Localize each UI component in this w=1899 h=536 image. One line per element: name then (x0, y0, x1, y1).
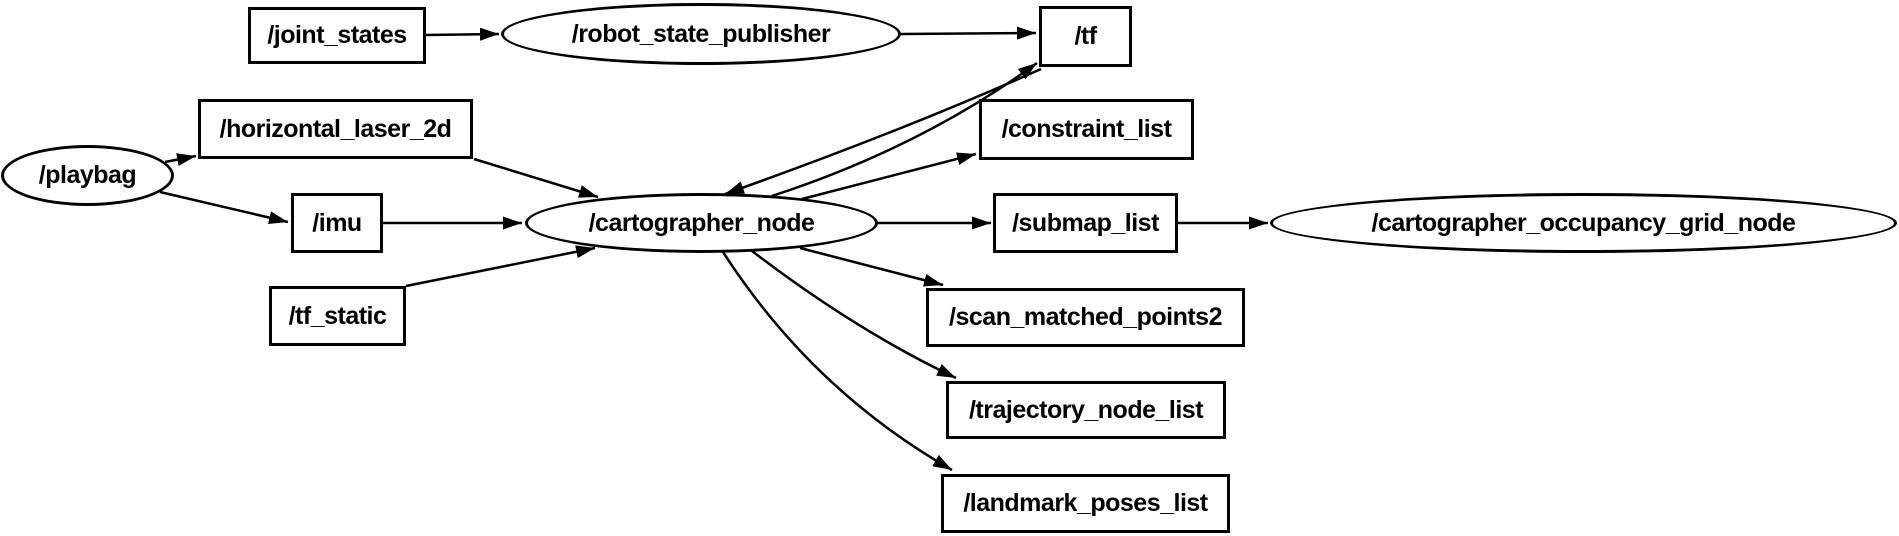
topic-joint-states: /joint_states (248, 7, 426, 64)
edge-cartographer-node-to-landmark-poses-list (721, 251, 953, 472)
edge-cartographer-node-to-trajectory-node-list (751, 250, 957, 380)
edge-robot-state-publisher-to-tf (900, 26, 1037, 40)
topic-submap-list-label: /submap_list (1012, 208, 1159, 237)
topic-landmark-poses-list: /landmark_poses_list (941, 474, 1230, 533)
topic-scan-matched-points2-label: /scan_matched_points2 (949, 303, 1222, 331)
topic-imu-label: /imu (312, 208, 362, 237)
node-cartographer-occupancy-grid-node: /cartographer_occupancy_grid_node (1270, 193, 1897, 253)
topic-constraint-list: /constraint_list (979, 99, 1194, 160)
node-playbag: /playbag (1, 145, 174, 206)
node-cartographer-occupancy-grid-node-label: /cartographer_occupancy_grid_node (1371, 208, 1796, 237)
edge-cartographer-node-to-constraint-list (801, 152, 977, 201)
topic-horizontal-laser-2d: /horizontal_laser_2d (198, 99, 473, 159)
edge-joint-states-to-robot-state-publisher (425, 27, 500, 41)
topic-tf-static: /tf_static (269, 286, 406, 346)
topic-horizontal-laser-2d-label: /horizontal_laser_2d (219, 114, 452, 143)
edge-cartographer-node-to-scan-matched-points2 (799, 246, 944, 287)
topic-scan-matched-points2: /scan_matched_points2 (926, 288, 1245, 347)
topic-trajectory-node-list-label: /trajectory_node_list (968, 395, 1204, 424)
topic-submap-list: /submap_list (993, 193, 1178, 253)
node-robot-state-publisher-label: /robot_state_publisher (571, 19, 831, 48)
topic-joint-states-label: /joint_states (267, 21, 407, 49)
topic-tf-label: /tf (1074, 22, 1097, 50)
node-playbag-label: /playbag (38, 161, 137, 189)
edge-horizontal-laser-2d-to-cartographer-node (473, 157, 599, 199)
node-cartographer-node: /cartographer_node (525, 193, 878, 253)
node-cartographer-node-label: /cartographer_node (588, 208, 815, 237)
topic-landmark-poses-list-label: /landmark_poses_list (963, 489, 1208, 517)
edge-playbag-to-imu (159, 190, 289, 224)
edge-cartographer-node-to-tf (771, 61, 1038, 198)
edge-playbag-to-horizontal-laser-2d (164, 153, 197, 166)
topic-trajectory-node-list: /trajectory_node_list (946, 381, 1226, 439)
topic-imu: /imu (291, 193, 383, 253)
topic-constraint-list-label: /constraint_list (1001, 115, 1172, 143)
topic-tf-static-label: /tf_static (288, 301, 387, 330)
edge-tf-static-to-cartographer-node (405, 245, 596, 288)
topic-tf: /tf (1039, 6, 1132, 67)
node-robot-state-publisher: /robot_state_publisher (501, 3, 901, 65)
